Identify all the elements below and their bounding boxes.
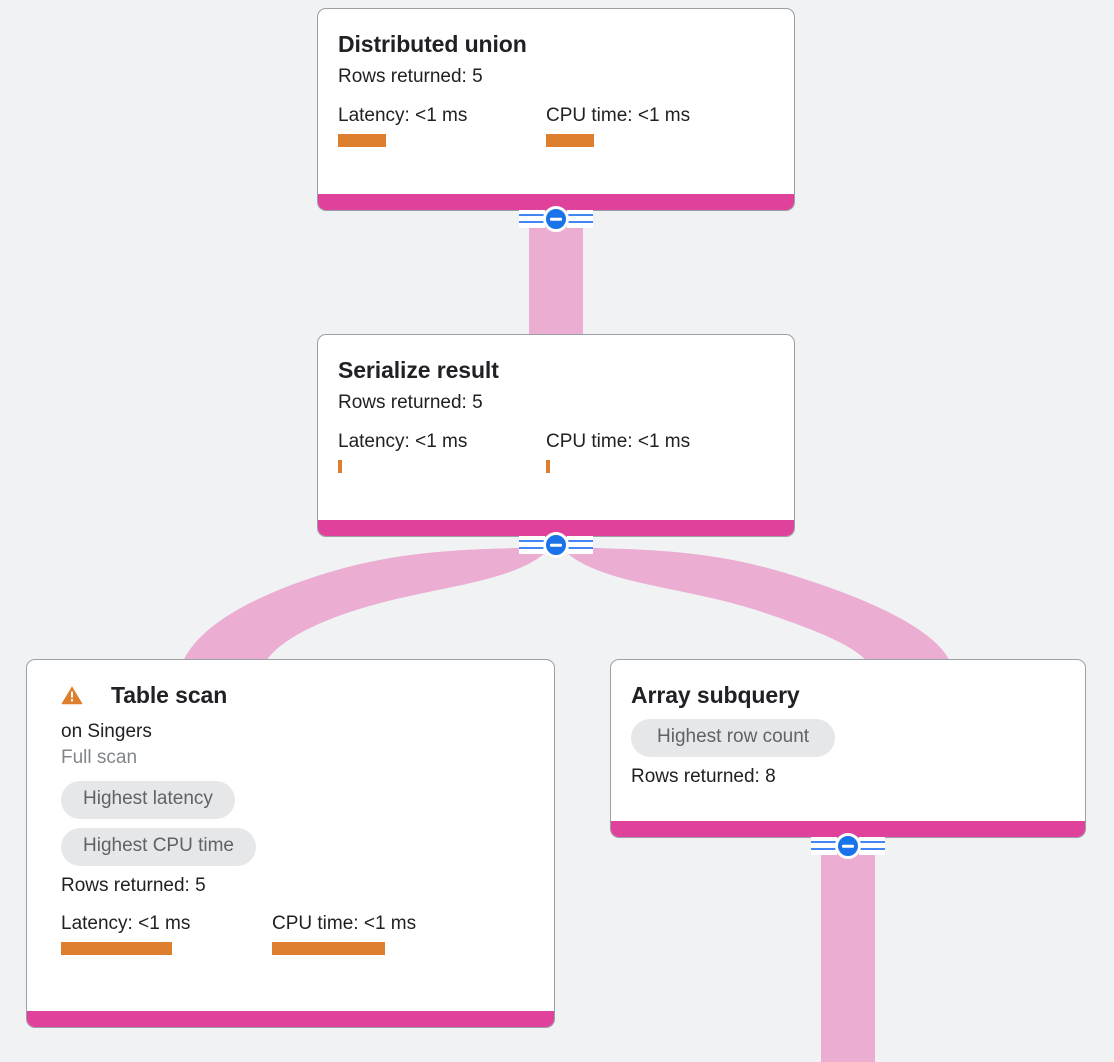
node-header: Table scan — [61, 682, 534, 708]
rows-returned: Rows returned: 8 — [631, 766, 776, 788]
connector-line-right — [859, 837, 885, 855]
node-metrics: Latency: <1 ms CPU time: <1 ms — [338, 431, 774, 473]
node-title: Serialize result — [338, 357, 499, 383]
cpu-time-bar — [272, 942, 385, 956]
latency-metric: Latency: <1 ms — [338, 431, 546, 473]
cpu-time-metric: CPU time: <1 ms — [546, 431, 690, 473]
edge-serialize-result-to-table-scan — [182, 545, 553, 664]
cpu-time-label: CPU time: <1 ms — [272, 913, 417, 935]
latency-metric: Latency: <1 ms — [61, 913, 272, 956]
connector-line-left — [519, 536, 545, 554]
latency-bar — [338, 133, 386, 147]
connector-line-right — [567, 210, 593, 228]
cpu-time-bar — [546, 459, 550, 473]
latency-label: Latency: <1 ms — [338, 431, 468, 453]
node-content: Table scan on Singers Full scan Highest … — [27, 660, 554, 969]
connector-line-left — [519, 210, 545, 228]
node-title: Table scan — [111, 682, 228, 708]
node-bottom-bar — [611, 821, 1085, 837]
node-content: Serialize result Rows returned: 5 Latenc… — [318, 335, 794, 487]
warning-triangle-icon — [61, 686, 83, 705]
edge-array-subquery-to-below — [821, 838, 875, 1062]
node-header: Distributed union — [338, 31, 774, 57]
plan-node-distributed-union[interactable]: Distributed union Rows returned: 5 Laten… — [317, 8, 795, 211]
node-content: Distributed union Rows returned: 5 Laten… — [318, 9, 794, 161]
latency-bar — [338, 459, 342, 473]
latency-label: Latency: <1 ms — [338, 105, 468, 127]
rows-returned: Rows returned: 5 — [338, 66, 483, 88]
node-metrics: Latency: <1 ms CPU time: <1 ms — [61, 913, 534, 956]
node-metrics: Latency: <1 ms CPU time: <1 ms — [338, 105, 774, 147]
connector-line-left — [811, 837, 837, 855]
badge-list: Highest row count — [631, 710, 1065, 758]
rows-returned: Rows returned: 5 — [338, 392, 483, 414]
collapse-toggle-serialize-result[interactable] — [519, 532, 593, 558]
collapse-toggle-distributed-union[interactable] — [519, 206, 593, 232]
node-bottom-bar — [27, 1011, 554, 1027]
node-subtitle: on Singers — [61, 721, 152, 743]
node-bottom-bar — [318, 520, 794, 536]
cpu-time-metric: CPU time: <1 ms — [272, 913, 417, 956]
node-bottom-bar — [318, 194, 794, 210]
plan-node-array-subquery[interactable]: Array subquery Highest row count Rows re… — [610, 659, 1086, 838]
status-badge-highest-latency: Highest latency — [61, 780, 235, 819]
latency-metric: Latency: <1 ms — [338, 105, 546, 147]
latency-bar — [61, 942, 172, 956]
edge-serialize-result-to-array-subquery — [559, 545, 951, 664]
node-header: Serialize result — [338, 357, 774, 383]
connector-line-right — [567, 536, 593, 554]
node-content: Array subquery Highest row count Rows re… — [611, 660, 1085, 803]
cpu-time-label: CPU time: <1 ms — [546, 431, 691, 453]
node-header: Array subquery — [631, 682, 1065, 708]
latency-label: Latency: <1 ms — [61, 913, 191, 935]
badge-list: Highest latency Highest CPU time — [61, 772, 534, 866]
cpu-time-bar — [546, 133, 594, 147]
status-badge-highest-row-count: Highest row count — [631, 719, 836, 758]
cpu-time-metric: CPU time: <1 ms — [546, 105, 690, 147]
minus-icon[interactable] — [835, 833, 861, 859]
rows-returned: Rows returned: 5 — [61, 874, 206, 896]
node-title: Distributed union — [338, 31, 527, 57]
minus-icon[interactable] — [543, 532, 569, 558]
cpu-time-label: CPU time: <1 ms — [546, 105, 691, 127]
collapse-toggle-array-subquery[interactable] — [811, 833, 885, 859]
node-title: Array subquery — [631, 682, 800, 708]
node-scan-type: Full scan — [61, 747, 138, 769]
status-badge-highest-cpu-time: Highest CPU time — [61, 827, 256, 866]
minus-icon[interactable] — [543, 206, 569, 232]
plan-node-serialize-result[interactable]: Serialize result Rows returned: 5 Latenc… — [317, 334, 795, 537]
plan-node-table-scan[interactable]: Table scan on Singers Full scan Highest … — [26, 659, 555, 1028]
